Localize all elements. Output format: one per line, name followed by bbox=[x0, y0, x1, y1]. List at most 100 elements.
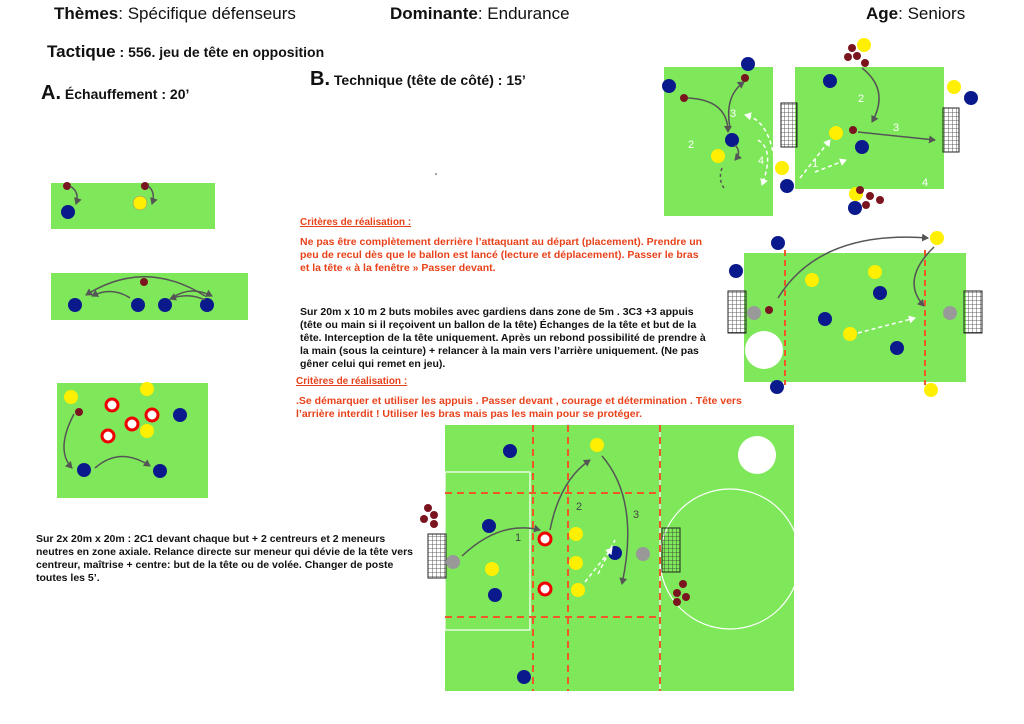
yellow-player bbox=[569, 527, 583, 541]
blue-player bbox=[68, 298, 82, 312]
yellow-player bbox=[132, 195, 148, 211]
blue-player bbox=[725, 133, 739, 147]
ball bbox=[765, 306, 773, 314]
blue-player bbox=[729, 264, 743, 278]
step-label: 4 bbox=[758, 155, 764, 167]
ball bbox=[75, 408, 83, 416]
age-label: Age bbox=[866, 4, 899, 23]
ball bbox=[141, 182, 149, 190]
dominante-value: : Endurance bbox=[477, 4, 570, 23]
pass-arrow bbox=[861, 67, 880, 123]
ball bbox=[430, 511, 438, 519]
blue-player bbox=[153, 464, 167, 478]
yellow-player bbox=[857, 38, 871, 52]
goalkeeper bbox=[636, 547, 650, 561]
blue-player bbox=[770, 380, 784, 394]
section-b-letter: B. bbox=[310, 68, 330, 90]
section-a-label: Échauffement : 20’ bbox=[64, 86, 190, 102]
pass-arrow bbox=[91, 289, 131, 299]
section-b-label: Technique (tête de côté) : 15’ bbox=[333, 72, 526, 88]
run-arrow bbox=[757, 139, 769, 186]
pass-arrow bbox=[169, 293, 206, 301]
yellow-player bbox=[947, 80, 961, 94]
red-ring-player bbox=[100, 428, 116, 444]
yellow-player bbox=[485, 562, 499, 576]
red-ring-player bbox=[104, 397, 120, 413]
yellow-player bbox=[140, 424, 154, 438]
main-pitch: 1 2 3 bbox=[420, 425, 801, 691]
pass-arrow bbox=[549, 459, 591, 531]
blue-player bbox=[158, 298, 172, 312]
theme-header: Thèmes: Spécifique défenseurs bbox=[54, 4, 296, 24]
section-a-heading: A. Échauffement : 20’ bbox=[41, 82, 189, 105]
blue-player bbox=[771, 236, 785, 250]
yellow-player bbox=[829, 126, 843, 140]
blue-player bbox=[61, 205, 75, 219]
yellow-player bbox=[590, 438, 604, 452]
pass-arrow bbox=[85, 276, 206, 297]
blue-player bbox=[173, 408, 187, 422]
pass-arrow bbox=[777, 233, 929, 299]
technique-pitch-2: 2 3 1 4 bbox=[780, 38, 978, 215]
blue-player bbox=[855, 140, 869, 154]
technique-pitch-3 bbox=[727, 231, 983, 397]
pass-arrow bbox=[687, 97, 732, 133]
blue-player bbox=[662, 79, 676, 93]
age-header: Age: Seniors bbox=[866, 4, 965, 24]
warmup-pitch-3 bbox=[57, 382, 208, 498]
ball bbox=[856, 186, 864, 194]
ball bbox=[420, 515, 428, 523]
goal bbox=[780, 102, 798, 148]
run-arrow bbox=[744, 112, 776, 166]
ball bbox=[862, 201, 870, 209]
blue-player bbox=[131, 298, 145, 312]
pass-arrow bbox=[63, 413, 75, 469]
red-ring-player bbox=[124, 416, 140, 432]
goal bbox=[942, 107, 960, 153]
step-label: 3 bbox=[633, 509, 639, 521]
criteria-1-title: Critères de réalisation : bbox=[300, 217, 412, 228]
criteria-2-text: .Se démarquer et utiliser les appuis . P… bbox=[296, 395, 742, 420]
ball bbox=[848, 44, 856, 52]
blue-player bbox=[200, 298, 214, 312]
criteria-2-title: Critères de réalisation : bbox=[296, 376, 408, 387]
title-label: Tactique bbox=[47, 42, 116, 61]
hoop bbox=[738, 436, 776, 474]
run-arrow bbox=[719, 167, 725, 189]
blue-player bbox=[741, 57, 755, 71]
pass-arrow bbox=[913, 246, 935, 307]
yellow-player bbox=[805, 273, 819, 287]
section-a-letter: A. bbox=[41, 82, 61, 104]
step-label: 1 bbox=[515, 532, 521, 544]
dominante-label: Dominante bbox=[390, 4, 478, 23]
goal bbox=[963, 290, 983, 334]
goalkeeper bbox=[747, 306, 761, 320]
ball bbox=[430, 520, 438, 528]
age-value: : Seniors bbox=[898, 4, 966, 23]
dominante-header: Dominante: Endurance bbox=[390, 4, 570, 24]
pass-arrow bbox=[94, 455, 151, 469]
pass-arrow bbox=[461, 524, 541, 557]
ball bbox=[849, 126, 857, 134]
ball bbox=[844, 53, 852, 61]
criteria-1-text: Ne pas être complètement derrière l’atta… bbox=[300, 236, 703, 274]
ball bbox=[673, 589, 681, 597]
pass-arrow bbox=[69, 185, 82, 205]
blue-player bbox=[818, 312, 832, 326]
blue-player bbox=[890, 341, 904, 355]
pass-arrow bbox=[727, 81, 745, 129]
stray-mark bbox=[435, 173, 437, 175]
pass-arrow bbox=[857, 131, 936, 144]
goal bbox=[727, 290, 747, 334]
ball bbox=[680, 94, 688, 102]
blue-player bbox=[848, 201, 862, 215]
section-b-description: Sur 20m x 10 m 2 buts mobiles avec gardi… bbox=[300, 306, 706, 370]
red-ring-player bbox=[537, 531, 553, 547]
ball bbox=[861, 59, 869, 67]
ball bbox=[140, 278, 148, 286]
yellow-player bbox=[569, 556, 583, 570]
yellow-player bbox=[930, 231, 944, 245]
blue-player bbox=[873, 286, 887, 300]
yellow-player bbox=[571, 583, 585, 597]
